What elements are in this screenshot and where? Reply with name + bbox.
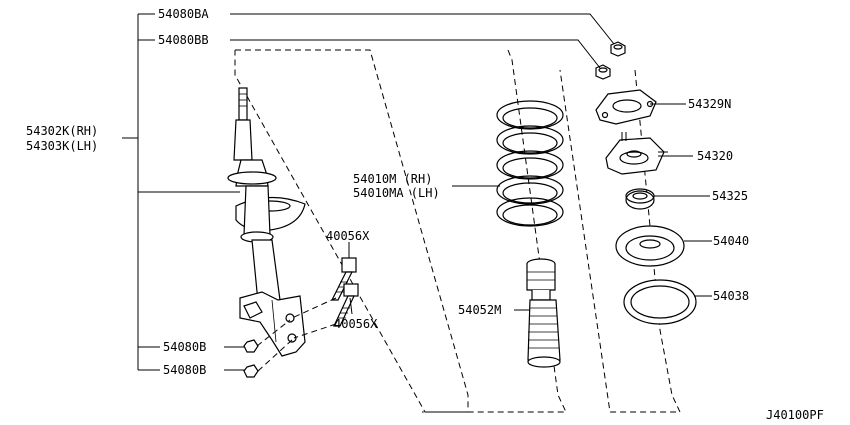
bump-stop-boot [526,258,561,368]
strut-bearing [625,188,655,210]
label-54010ma: 54010MA (LH) [353,186,440,200]
label-40056x-top: 40056X [326,229,370,243]
nut-54080ba [610,41,626,57]
strut-assembly [227,87,306,357]
mount-group-outline [422,49,681,413]
strut-mount-54320 [605,132,668,175]
bolt-40056x-upper [331,257,357,301]
label-54040: 54040 [713,234,749,248]
spring-rubber-seat [623,279,697,325]
upper-spring-seat [615,225,685,267]
label-54080bb: 54080BB [158,33,209,47]
leader-lines [122,13,712,371]
label-54052m: 54052M [458,303,501,317]
nut-54080bb [595,64,611,80]
nut-54080b-upper [243,339,259,353]
label-54080b-bottom: 54080B [163,363,206,377]
label-54080ba: 54080BA [158,7,209,21]
label-54320: 54320 [697,149,733,163]
label-54010m: 54010M (RH) [353,172,432,186]
label-54325: 54325 [712,189,748,203]
label-40056x-bottom: 40056X [334,317,378,331]
strut-mount-insulator [595,89,657,125]
label-54329n: 54329N [688,97,731,111]
coil-spring [496,100,564,227]
label-54303k: 54303K(LH) [26,139,98,153]
bolt-40056x-lower [333,283,359,327]
diagram-code: J40100PF [766,408,824,422]
label-54302k: 54302K(RH) [26,124,98,138]
label-54080b-top: 54080B [163,340,206,354]
label-54038: 54038 [713,289,749,303]
callout-labels: 54080BA 54080BB 54302K(RH) 54303K(LH) 54… [26,7,824,422]
nut-54080b-lower [243,364,259,378]
